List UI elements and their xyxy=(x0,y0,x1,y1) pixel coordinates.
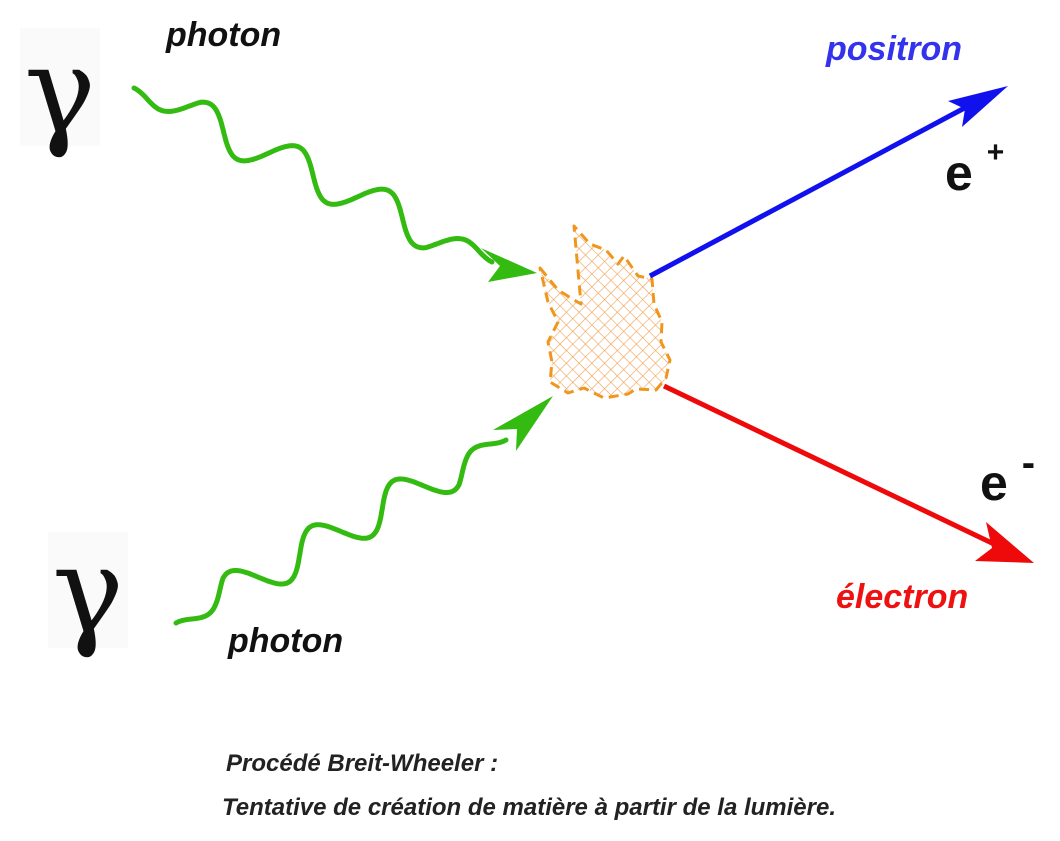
positron-symbol-sup: + xyxy=(987,136,1005,169)
caption-title: Procédé Breit-Wheeler : xyxy=(226,750,499,777)
electron-symbol-base: e xyxy=(980,455,1008,511)
electron-symbol-sup: - xyxy=(1022,441,1035,485)
photon-top-label: photon xyxy=(165,16,281,54)
electron-line xyxy=(662,383,998,548)
photon-top-wave xyxy=(131,85,495,265)
photon-bottom-wave xyxy=(173,437,509,626)
photon-top-arrowhead xyxy=(481,248,537,282)
photon-bottom-label: photon xyxy=(227,622,343,660)
gamma-top-symbol: γ xyxy=(24,22,96,161)
positron-line xyxy=(648,101,974,279)
gamma-top-panel xyxy=(20,28,100,146)
positron-arrowhead xyxy=(948,86,1008,127)
positron-symbol: e + xyxy=(945,136,1004,201)
electron-symbol: e - xyxy=(980,441,1035,511)
gamma-bottom-symbol: γ xyxy=(52,522,124,661)
interaction-region xyxy=(538,224,672,400)
caption-subtitle: Tentative de création de matière à parti… xyxy=(222,794,837,821)
positron-label: positron xyxy=(825,30,962,68)
electron-arrowhead xyxy=(975,522,1034,563)
photon-bottom-arrowhead xyxy=(493,396,553,451)
gamma-bottom-panel xyxy=(48,532,128,648)
electron-label: électron xyxy=(836,578,968,616)
positron-symbol-base: e xyxy=(945,145,973,201)
